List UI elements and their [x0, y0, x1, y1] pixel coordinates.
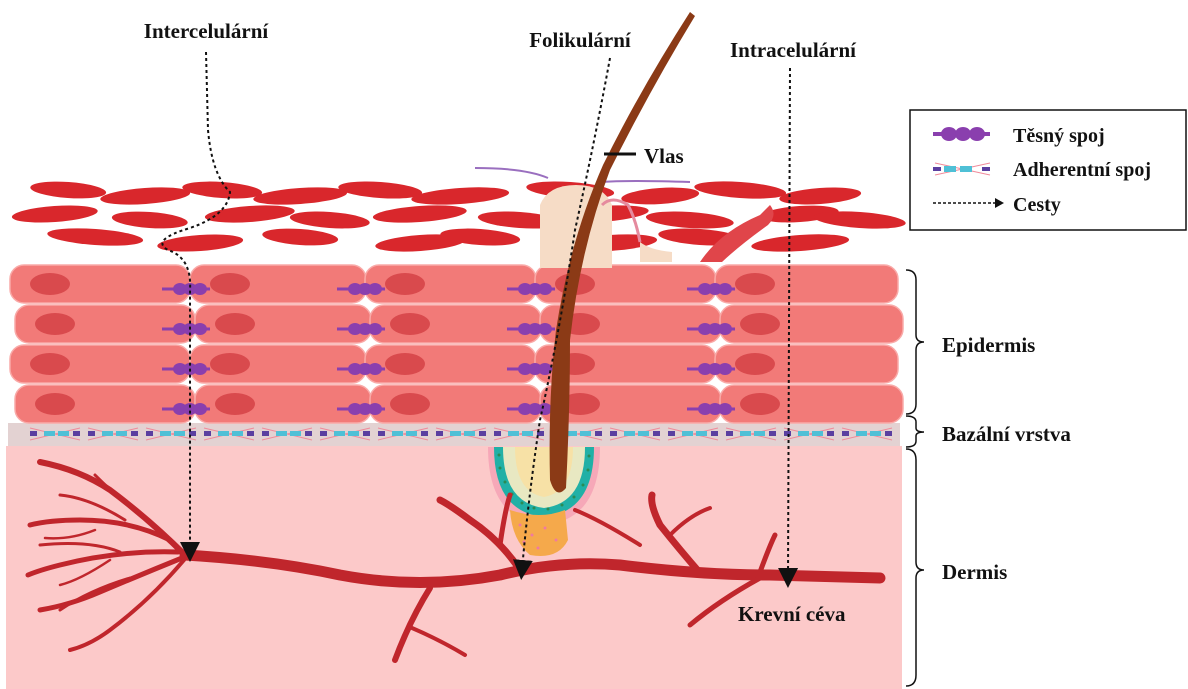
dermis-label: Dermis [942, 560, 1007, 584]
epidermis-cells [10, 265, 903, 423]
legend-adherens-junction: Adherentní spoj [1013, 159, 1151, 181]
dermis-layer [6, 446, 902, 689]
intercellular-label: Intercelulární [144, 19, 270, 43]
legend-tight-junction: Těsný spoj [1013, 125, 1105, 147]
follicular-label: Folikulární [529, 28, 632, 52]
dermis-bracket [906, 449, 924, 686]
basal-bracket [906, 416, 924, 447]
vessel-label: Krevní céva [738, 602, 846, 626]
epidermis-label: Epidermis [942, 333, 1035, 357]
legend: Těsný spoj Adherentní spoj Cesty [910, 110, 1186, 230]
basal-layer-label: Bazální vrstva [942, 422, 1071, 446]
intracellular-label: Intracelulární [730, 38, 857, 62]
hair-label: Vlas [644, 144, 684, 168]
layer-brackets [906, 270, 924, 686]
epidermis-bracket [906, 270, 924, 414]
legend-pathways: Cesty [1013, 194, 1061, 216]
